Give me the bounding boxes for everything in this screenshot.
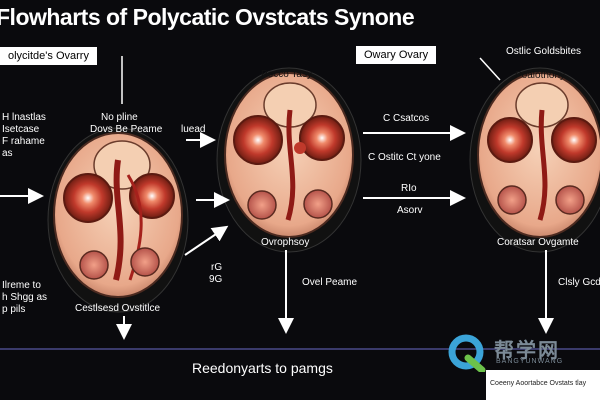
left-top-text-1: H lnastlas [2,112,46,123]
left-bottom-text-1: Ilreme to [2,280,41,291]
box-label-left: olycitde's Ovarry [0,47,97,65]
left-bottom-text-3: p pils [2,304,26,315]
label-rio: RIo [401,183,417,194]
left-top-text-3: F rahame [2,136,45,147]
ovary3-top-small-label: Ostlic Goldsbites [506,46,582,57]
slash-label-2: 9G [209,274,223,285]
label-c-ostitc: C Ostitc Ct yone [368,152,441,163]
page-title: Flowharts of Polycatic Ovstcats Synone [0,4,415,30]
ovary2-top-label: Pocco Tasy [261,69,312,80]
footer-strip [486,370,600,400]
left-top-text-2: Isetcase [2,124,40,135]
connector-right [479,57,501,81]
ovary2-bottom-label: Ovrophsoy [261,237,310,248]
watermark-en: BANGYUNWANG [496,358,564,365]
arrow-label-luead: luead [181,124,206,135]
ovary1-top-text-2: Dovs Be Peame [90,124,163,135]
label-asorv: Asorv [397,205,423,216]
ovary-diagram-2 [216,67,362,253]
watermark-logo-icon [446,332,486,374]
arrow-diagonal [184,225,229,256]
ovary2-below-label: Ovel Peame [302,277,358,288]
ovary3-right-label: Clsly Gcdt [558,277,600,288]
left-bottom-text-2: h Shgg as [2,292,48,303]
ovary3-bottom-label: Coratsar Ovgamte [497,237,579,248]
ovary-diagram-1 [47,127,189,313]
ovary3-top-label: Poalothony [515,70,566,81]
slash-label-1: rG [211,262,223,273]
ovary-diagram-3 [469,67,600,253]
ovary1-bottom-label: Cestlsesd Ovstitlce [75,303,161,314]
label-c-csatcos: C Csatcos [383,113,430,124]
bottom-caption: Reedonyarts to pamgs [192,360,333,376]
left-top-text-4: as [2,148,13,159]
footer-text: Coeeny Aoortabce Ovstats tlay [490,380,587,387]
box-label-right: Owary Ovary [356,46,437,64]
ovary1-top-text-1: No pline [101,112,138,123]
watermark-cn: 帮学网 [494,340,560,362]
